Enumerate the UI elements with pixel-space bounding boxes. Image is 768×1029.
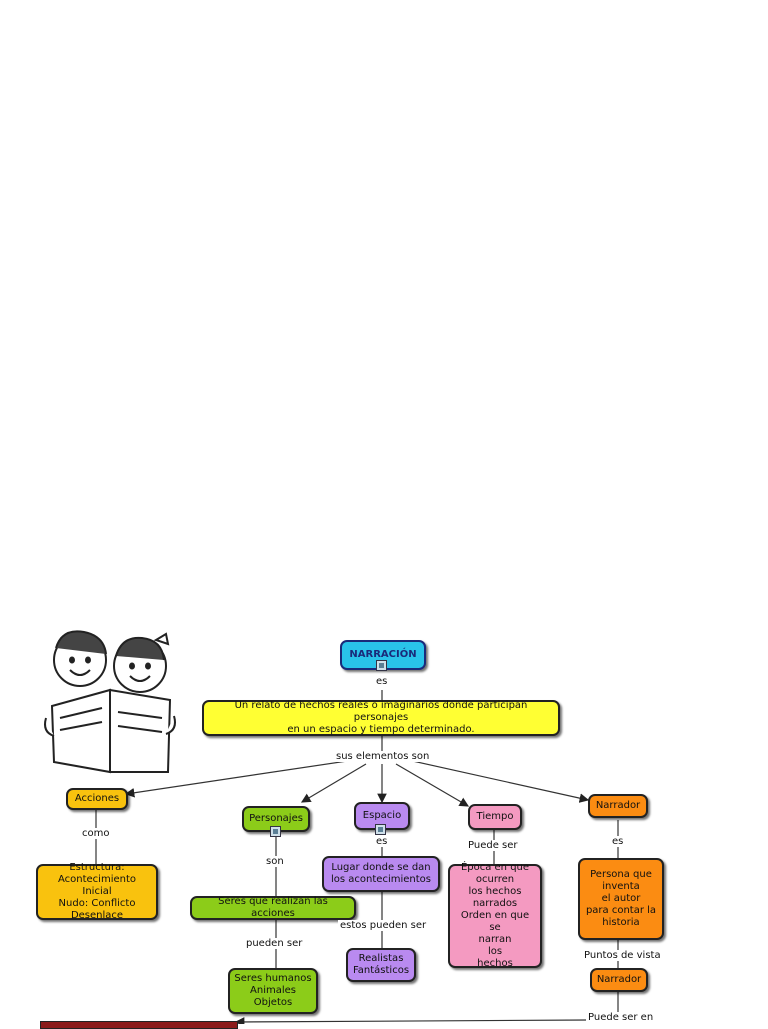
node-persona: Persona que inventa el autor para contar… bbox=[578, 858, 664, 940]
link-es-espacio: es bbox=[374, 836, 390, 847]
node-narrador-2: Narrador bbox=[590, 968, 648, 992]
image-link-icon-personajes[interactable] bbox=[270, 826, 281, 837]
link-es: es bbox=[374, 676, 390, 687]
node-definicion: Un relato de hechos reales o imaginarios… bbox=[202, 700, 560, 736]
node-narrador: Narrador bbox=[588, 794, 648, 818]
kids-reading-illustration bbox=[44, 630, 176, 774]
link-puede-ser-tiempo: Puede ser bbox=[466, 840, 520, 851]
link-es-narrador: es bbox=[610, 836, 626, 847]
node-espacio: Espacio bbox=[354, 802, 410, 830]
link-pueden-ser: pueden ser bbox=[244, 938, 305, 949]
node-tiempo: Tiempo bbox=[468, 804, 522, 830]
node-realistas: Realistas Fantásticos bbox=[346, 948, 416, 982]
node-seres-tipos: Seres humanos Animales Objetos bbox=[228, 968, 318, 1014]
link-sus-elementos: sus elementos son bbox=[334, 751, 432, 762]
image-link-icon-espacio[interactable] bbox=[375, 824, 386, 835]
node-seres-acciones: Seres que realizan las acciones bbox=[190, 896, 356, 920]
link-puede-ser-en: Puede ser en bbox=[586, 1012, 656, 1023]
cropped-node-bottom bbox=[40, 1021, 238, 1029]
node-acciones: Acciones bbox=[66, 788, 128, 810]
node-lugar: Lugar donde se dan los acontecimientos bbox=[322, 856, 440, 892]
link-son: son bbox=[264, 856, 286, 867]
node-epoca: Época en que ocurren los hechos narrados… bbox=[448, 862, 542, 969]
link-puntos-de-vista: Puntos de vista bbox=[582, 950, 663, 961]
link-estos-pueden-ser: estos pueden ser bbox=[338, 920, 429, 931]
node-estructura: Estructura: Acontecimiento Inicial Nudo:… bbox=[36, 862, 158, 921]
concept-map: NARRACIÓN Un relato de hechos reales o i… bbox=[36, 622, 676, 1029]
image-link-icon[interactable] bbox=[376, 660, 387, 671]
link-como: como bbox=[80, 828, 112, 839]
